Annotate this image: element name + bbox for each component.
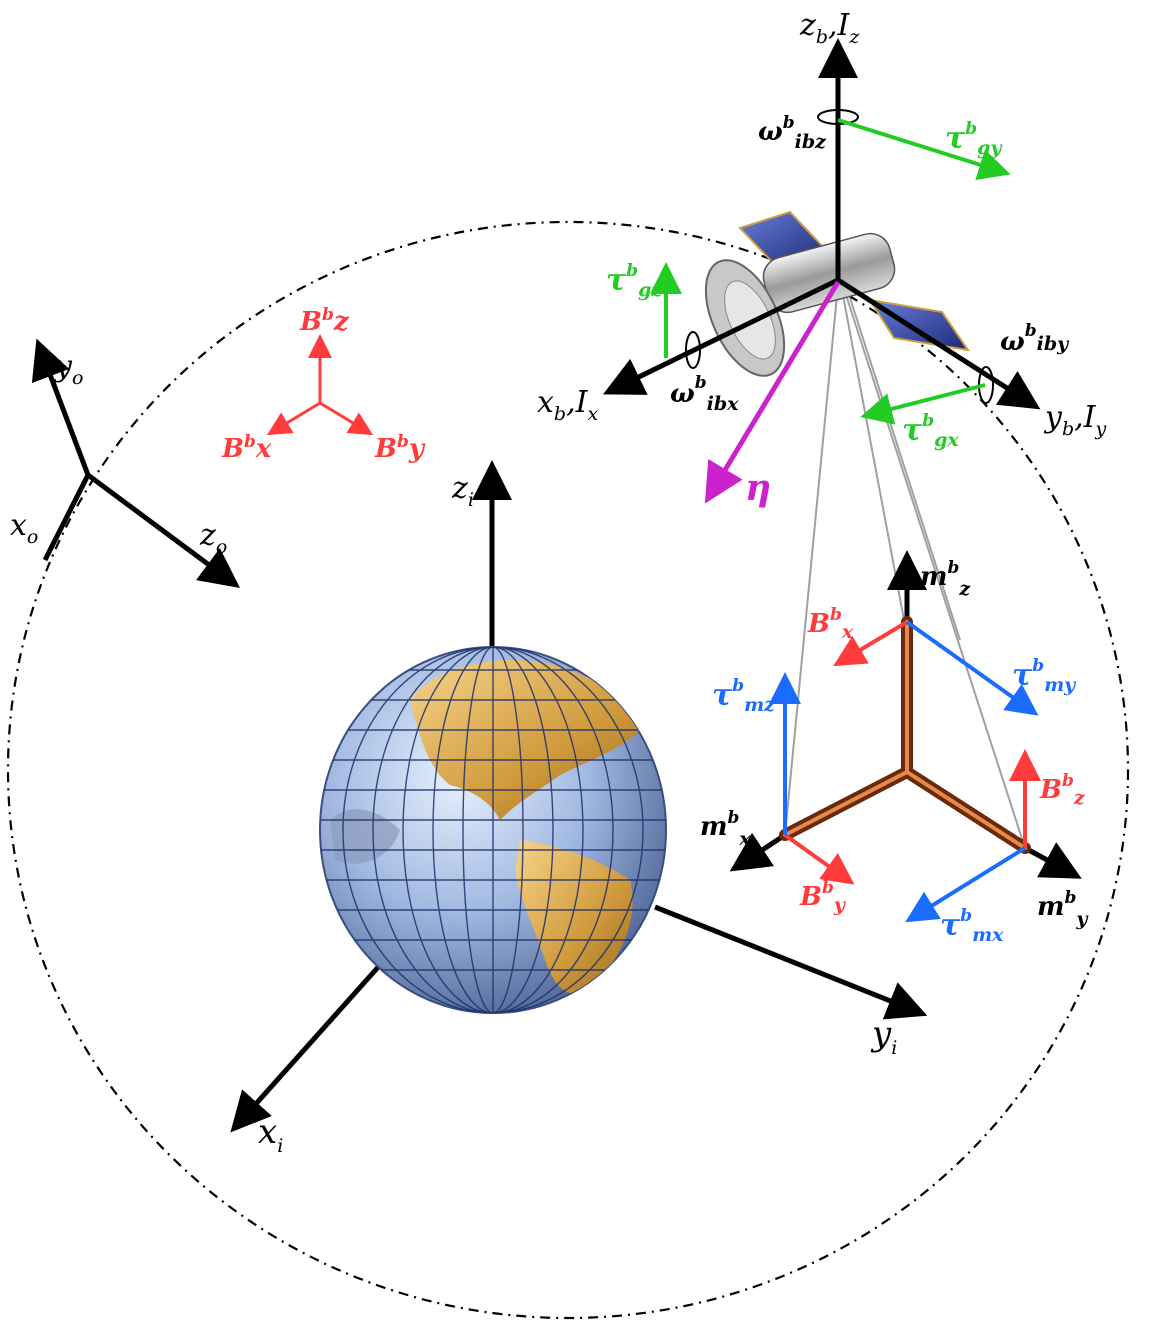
label-omega-ibz: ωbibz (758, 113, 827, 153)
label-Bby: Bby (374, 432, 426, 464)
axis-label-zb-Iz: zb,Iz (799, 8, 860, 48)
magnetorquer-frame (729, 550, 1082, 879)
label-omega-iby: ωbiby (1000, 321, 1070, 357)
axis-label-yi: yi (870, 1014, 897, 1059)
orbit-path (6, 220, 1130, 1320)
label-m-z: mbz (920, 558, 971, 600)
axis-label-yb-Iy: yb,Iy (1043, 400, 1107, 440)
axis-label-xb-Ix: xb,Ix (537, 385, 599, 425)
axis-label-yo: yo (53, 349, 83, 389)
body-axes (603, 38, 1041, 410)
axis-label-xo: xo (10, 508, 38, 548)
label-B-y: Bby (799, 878, 847, 916)
magnetic-torque-vectors (769, 620, 1039, 923)
orbit-frame-axes (31, 338, 241, 588)
axis-label-xi: xi (258, 1112, 283, 1157)
label-m-x: mbx (700, 808, 751, 850)
label-tau-gy: τbgy (945, 119, 1003, 159)
magnetic-field-frame (266, 334, 374, 436)
gravity-torque-vectors (650, 118, 1011, 425)
label-Bbx: Bbx (221, 432, 272, 464)
globe-grid (320, 647, 666, 1013)
label-tau-mx: τbmx (940, 906, 1004, 946)
label-m-y: mby (1037, 888, 1089, 930)
local-field-vectors (783, 620, 1041, 885)
eta-vector (704, 280, 841, 504)
axis-label-zi: zi (451, 471, 474, 511)
satellite-icon (704, 210, 971, 377)
earth-globe-icon (319, 646, 667, 1014)
inertial-axes (230, 460, 928, 1133)
projection-lines (784, 284, 1026, 849)
label-tau-my: τbmy (1012, 656, 1077, 696)
label-eta: η (745, 467, 771, 509)
label-tau-gx: τbgx (902, 411, 959, 451)
label-tau-gz: τbgz (606, 261, 663, 301)
label-omega-ibx: ωbibx (670, 373, 739, 415)
label-tau-mz: τbmz (712, 676, 776, 716)
label-Bbz: Bbz (299, 305, 350, 337)
axis-label-zo: zo (199, 518, 227, 558)
label-B-z: Bbz (1039, 771, 1086, 809)
label-B-x: Bbx (807, 605, 854, 643)
rotation-arrow-icon (685, 109, 994, 404)
